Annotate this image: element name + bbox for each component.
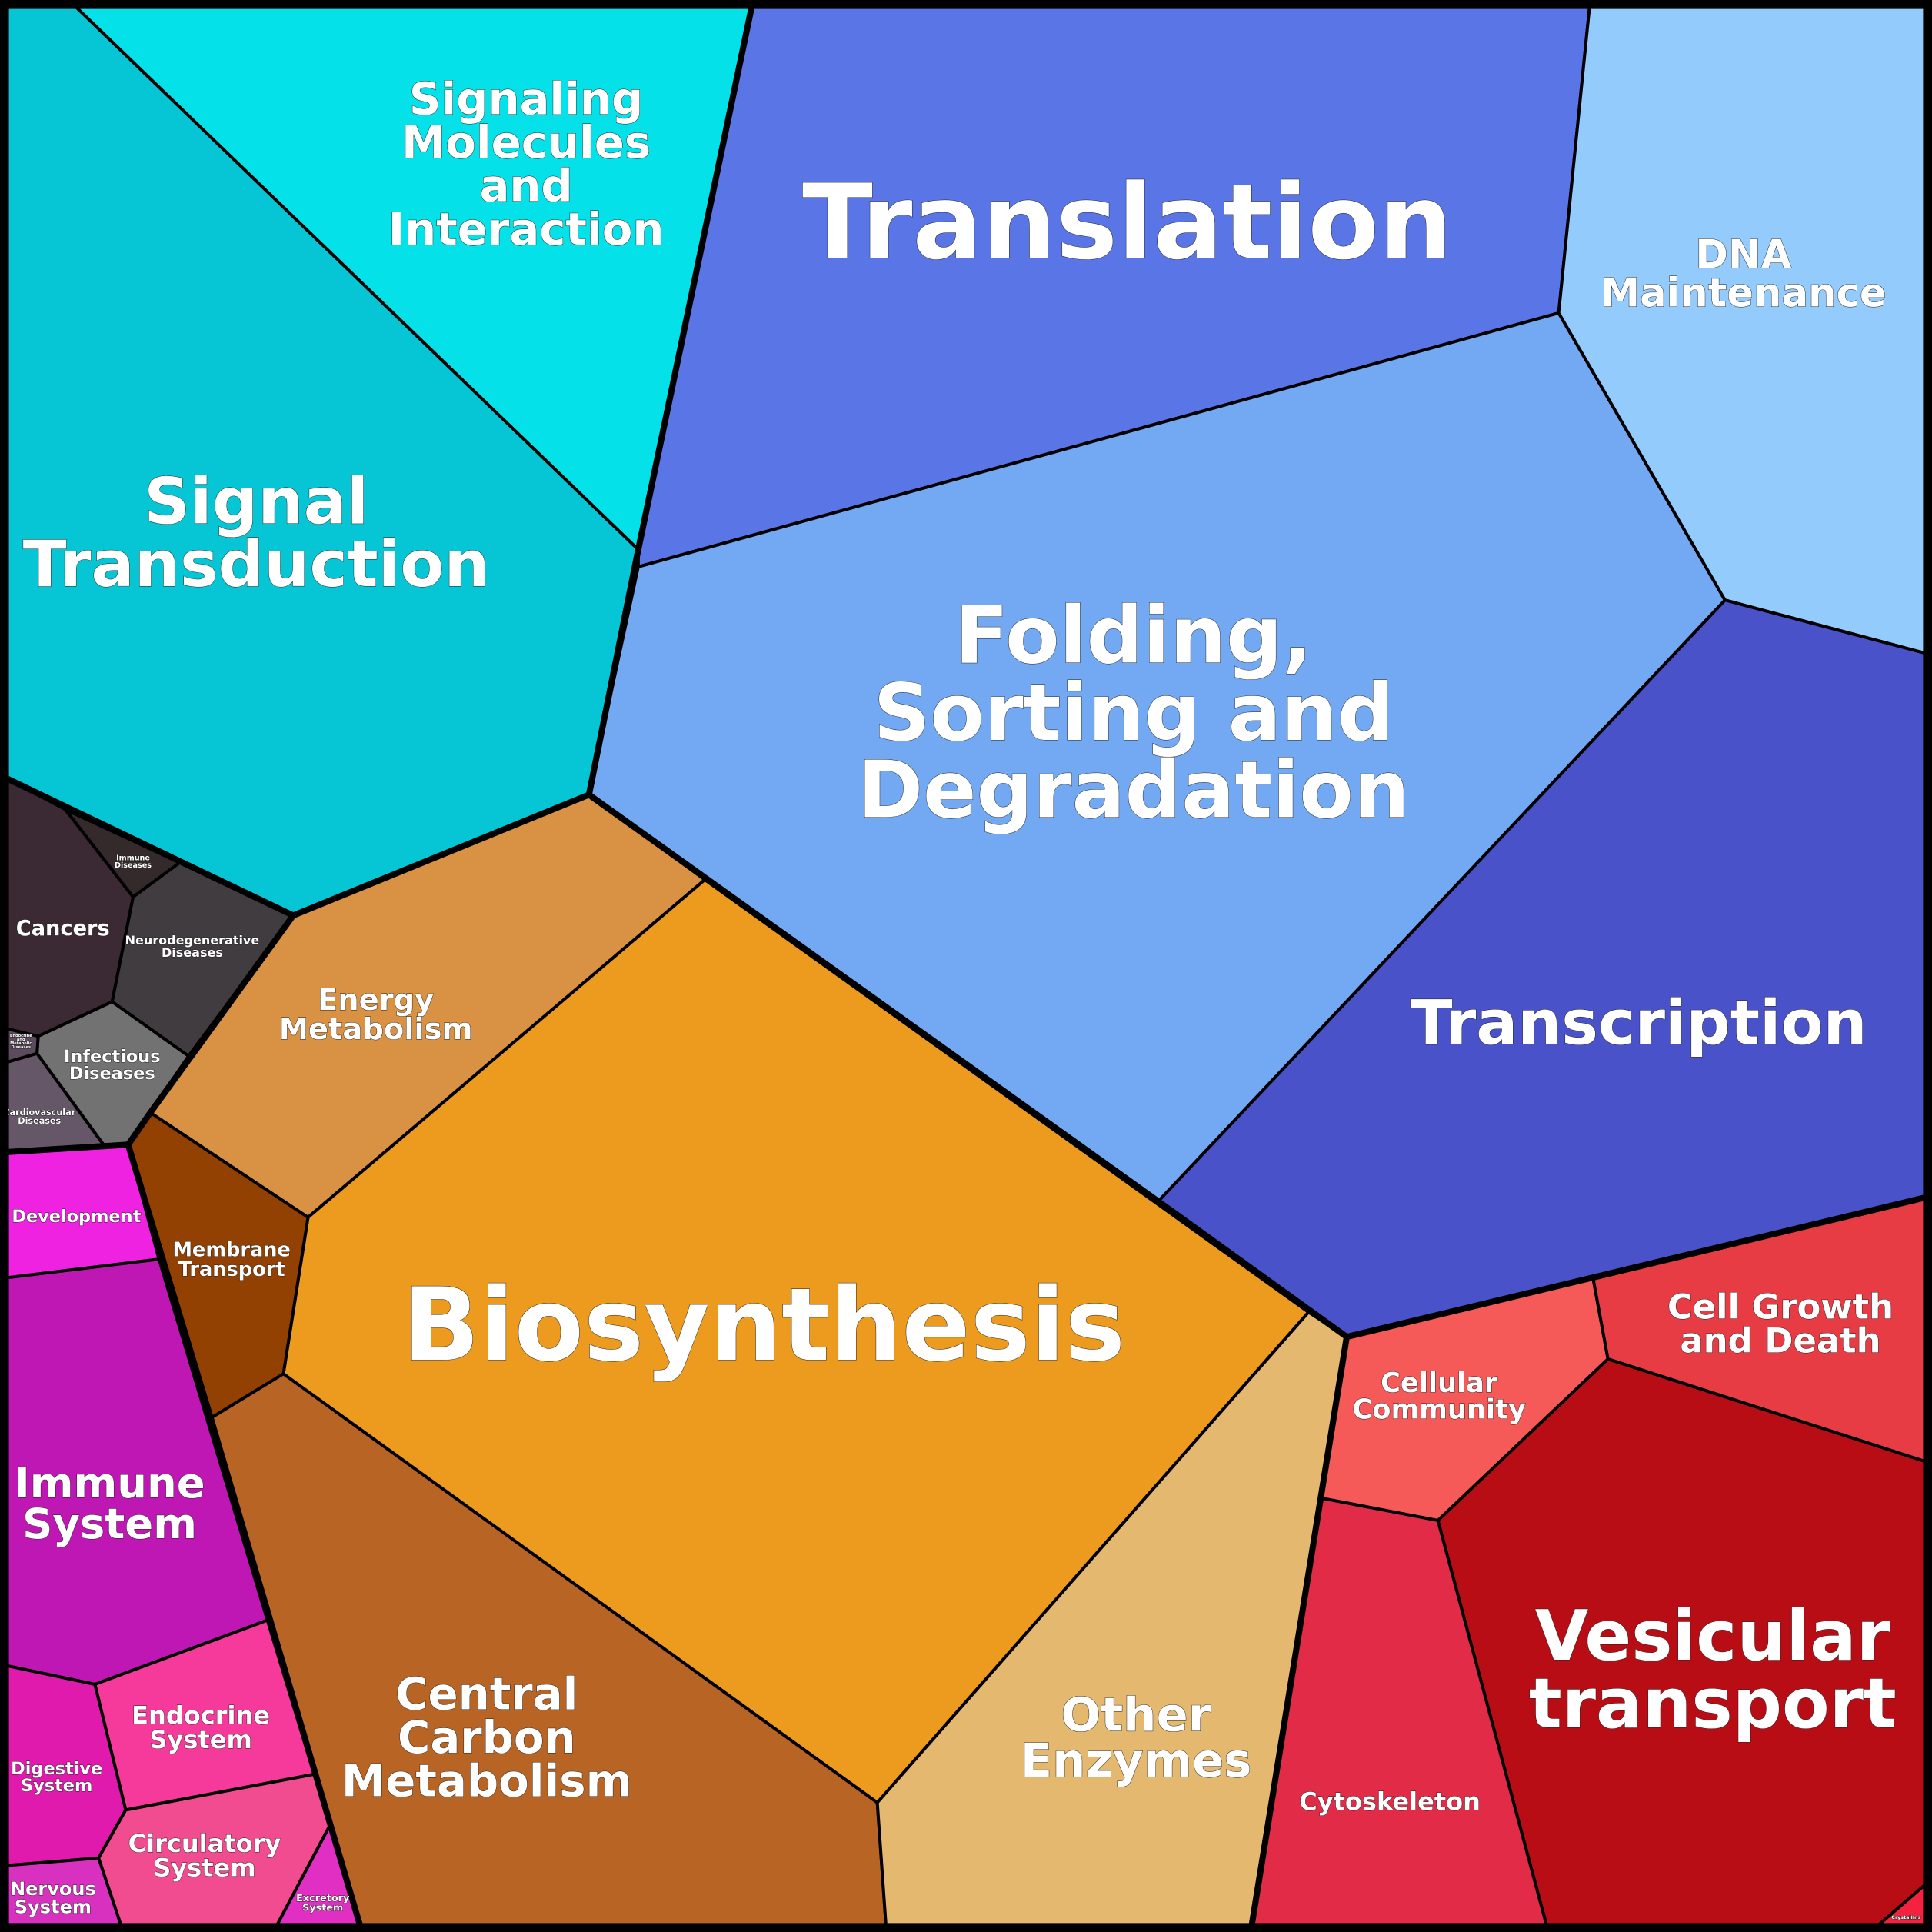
label-line: transport	[1529, 1664, 1897, 1744]
label-line: Carbon	[398, 1711, 576, 1764]
label-line: Endocrine	[10, 1034, 32, 1038]
label-line: Biosynthesis	[402, 1266, 1125, 1384]
label-line: Metabolic	[10, 1041, 32, 1046]
label-line: Endocrine	[132, 1701, 270, 1730]
label-line: Transcription	[1411, 988, 1867, 1059]
label-line: Signal	[144, 464, 368, 538]
label-line: Transport	[178, 1258, 285, 1281]
label-line: Crystallins	[1891, 1914, 1920, 1920]
label-line: Vesicular	[1535, 1597, 1890, 1677]
label-line: Folding,	[954, 590, 1312, 681]
label-line: Development	[12, 1207, 141, 1227]
label-line: Nervous	[10, 1878, 96, 1900]
label-line: Circulatory	[128, 1829, 281, 1858]
label-line: Immune	[116, 854, 150, 862]
label-line: Other	[1061, 1687, 1211, 1742]
label-line: and	[479, 160, 572, 212]
label-line: Translation	[802, 162, 1453, 282]
label-line: Central	[395, 1668, 578, 1720]
label-line: System	[21, 1776, 92, 1796]
label-line: Enzymes	[1021, 1734, 1252, 1788]
label-line: Cancers	[16, 917, 110, 941]
label-line: System	[153, 1854, 255, 1883]
label-line: Diseases	[115, 861, 152, 870]
label-line: Infectious	[64, 1047, 161, 1067]
label-line: Cell Growth	[1667, 1286, 1894, 1327]
label-line: Diseases	[69, 1064, 155, 1084]
group-border	[587, 792, 1351, 1926]
label-line: and	[17, 1038, 25, 1042]
label-line: System	[149, 1725, 251, 1754]
label-line: Membrane	[172, 1239, 290, 1262]
label-line: Interaction	[388, 203, 665, 255]
group-border	[1346, 1194, 1926, 1341]
label-line: System	[15, 1896, 92, 1917]
label-line: Sorting and	[874, 668, 1394, 759]
label-line: Cellular	[1381, 1367, 1498, 1399]
label-line: System	[302, 1902, 343, 1914]
label-line: Maintenance	[1601, 271, 1887, 317]
label-line: Degradation	[858, 744, 1410, 836]
label-line: Molecules	[401, 116, 651, 168]
group-borders	[5, 6, 1926, 1926]
label-line: Energy	[318, 983, 434, 1018]
label-line: Diseases	[162, 945, 223, 960]
label-translation: Translation	[802, 162, 1453, 282]
label-transcription: Transcription	[1411, 988, 1867, 1059]
label-line: Cardiovascular	[3, 1108, 75, 1118]
label-line: Immune	[14, 1458, 205, 1507]
label-line: Metabolism	[279, 1012, 473, 1047]
label-line: Neurodegenerative	[125, 933, 260, 948]
label-development: Development	[12, 1207, 141, 1227]
label-line: Diseases	[18, 1116, 61, 1126]
label-line: Community	[1352, 1394, 1526, 1426]
label-line: Transduction	[23, 527, 490, 601]
label-biosynthesis: Biosynthesis	[402, 1266, 1125, 1384]
label-cancers: Cancers	[16, 917, 110, 941]
group-border	[125, 1144, 363, 1926]
label-cytoskeleton: Cytoskeleton	[1299, 1787, 1481, 1816]
label-line: Diseases	[11, 1045, 31, 1050]
label-crystallins: Crystallins	[1891, 1914, 1920, 1920]
label-line: System	[22, 1499, 197, 1548]
label-line: DNA	[1695, 232, 1791, 278]
label-line: Excretory	[296, 1893, 350, 1904]
label-line: and Death	[1680, 1320, 1880, 1361]
label-line: Metabolism	[341, 1755, 632, 1807]
label-line: Digestive	[11, 1759, 102, 1779]
group-border	[7, 913, 296, 1155]
label-line: Signaling	[409, 72, 643, 125]
label-line: Cytoskeleton	[1299, 1787, 1481, 1816]
